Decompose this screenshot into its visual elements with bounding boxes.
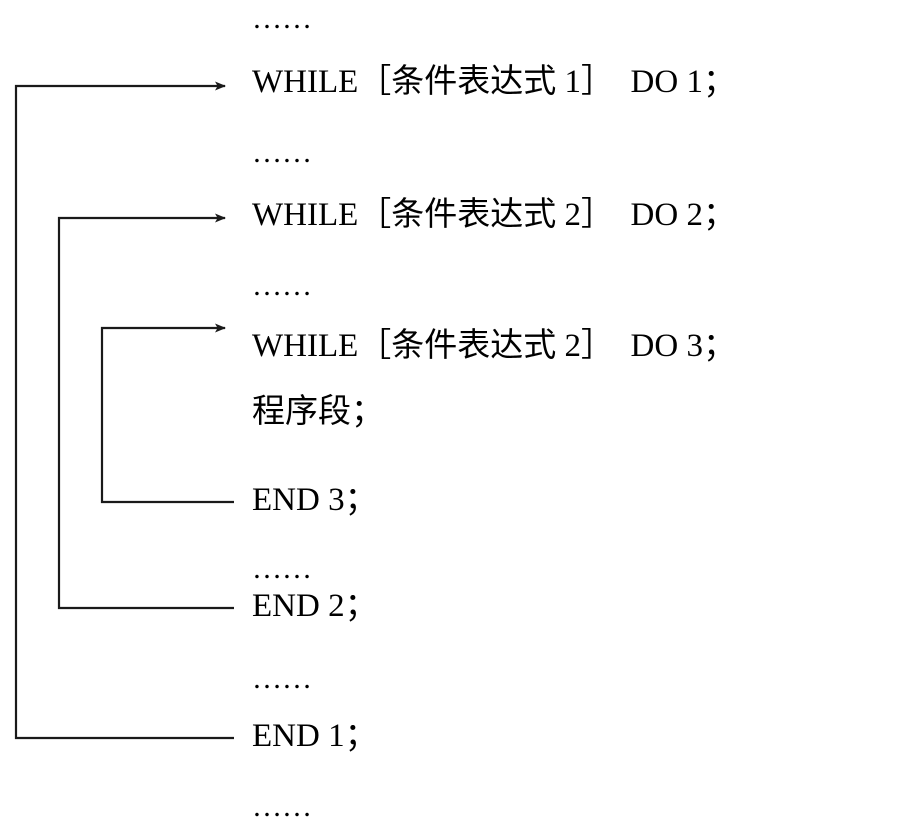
code-line-ellipsis-4: …… [252, 552, 312, 585]
loop-path-2 [57, 213, 234, 610]
code-line-ellipsis-top: …… [252, 2, 312, 35]
code-line-end-1: END 1； [252, 718, 378, 754]
code-line-ellipsis-5: …… [252, 662, 312, 695]
loop-3-arrow [100, 323, 234, 504]
code-line-ellipsis-bottom: …… [252, 790, 312, 820]
loop-path-1 [14, 81, 234, 740]
code-line-while-3: WHILE［条件表达式 2］ DO 3； [252, 328, 736, 364]
code-line-end-3: END 3； [252, 482, 378, 518]
code-line-ellipsis-3: …… [252, 269, 312, 302]
loop-1-arrow [14, 81, 234, 740]
code-line-end-2: END 2； [252, 588, 378, 624]
code-line-while-1: WHILE［条件表达式 1］ DO 1； [252, 64, 736, 100]
loop-2-arrow [57, 213, 234, 610]
loop-path-3 [100, 323, 234, 504]
code-line-ellipsis-2: …… [252, 136, 312, 169]
code-line-while-2: WHILE［条件表达式 2］ DO 2； [252, 197, 736, 233]
code-line-program-body: 程序段； [252, 394, 384, 430]
